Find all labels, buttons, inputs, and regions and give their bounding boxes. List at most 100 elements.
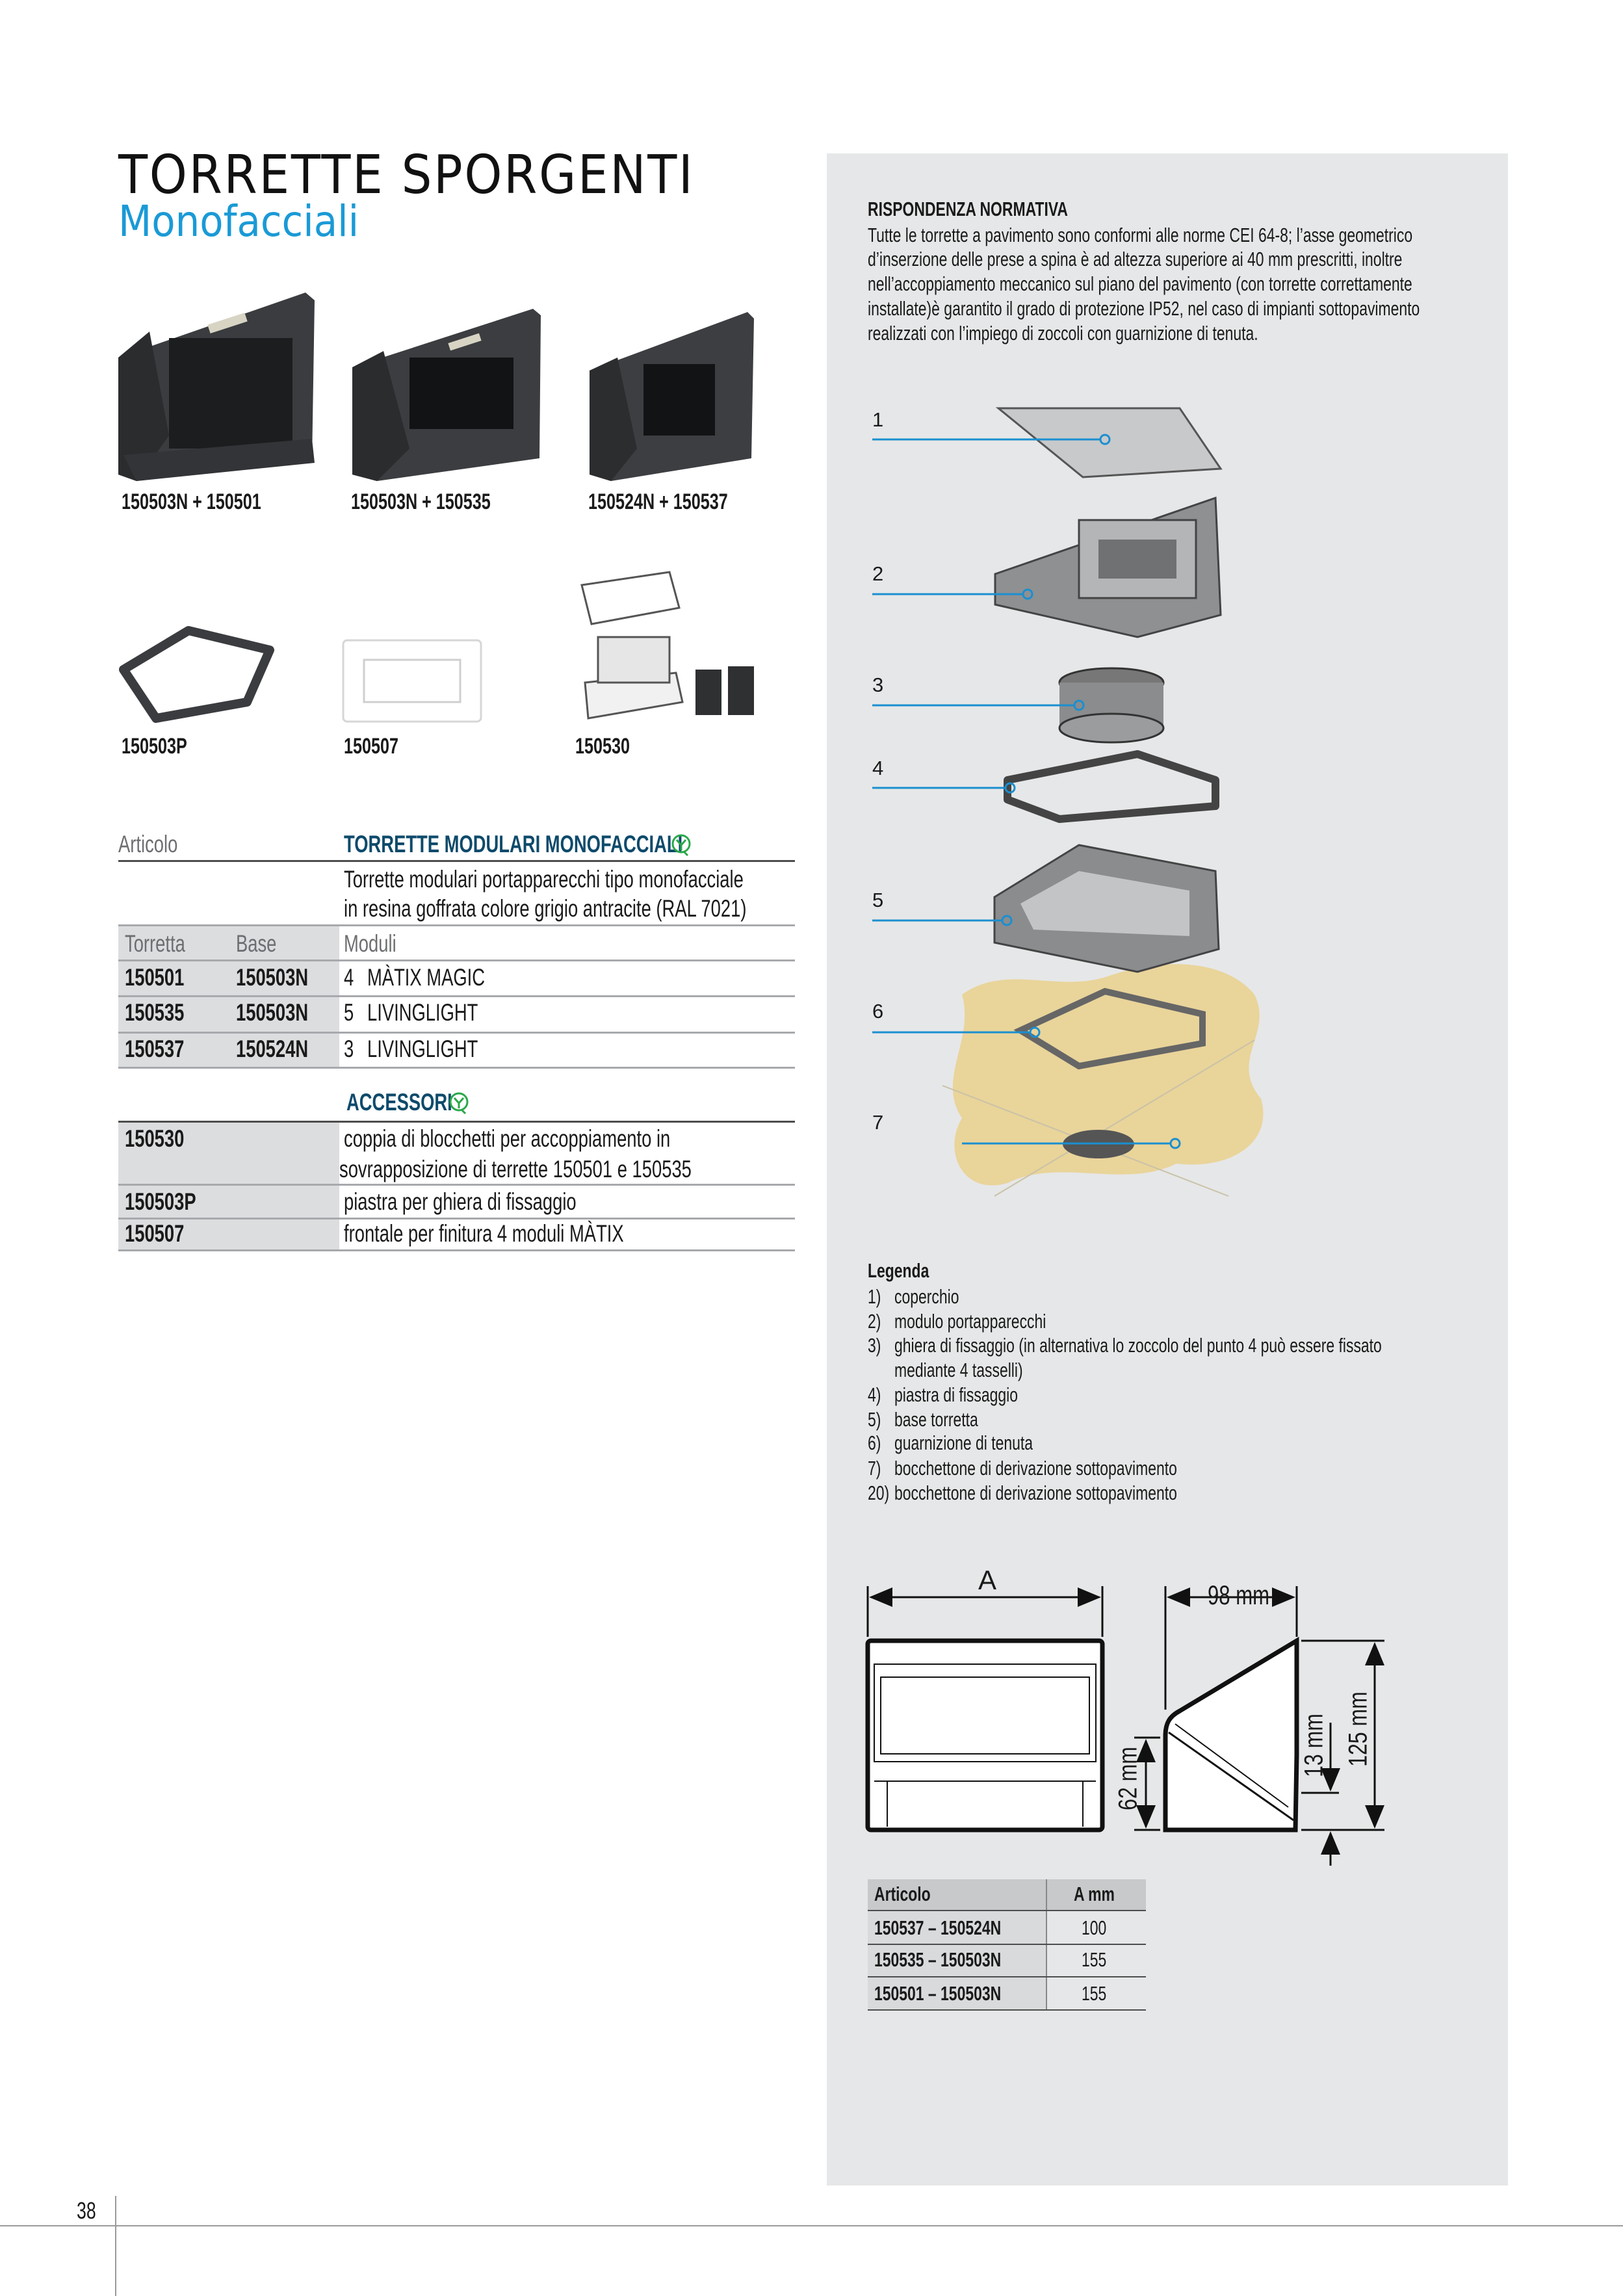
- divider: [118, 959, 795, 961]
- legend-item: bocchettone di derivazione sottopaviment…: [894, 1457, 1177, 1480]
- base-code: 150524N: [236, 1036, 309, 1062]
- moduli-count: 4: [344, 964, 354, 991]
- description-line: in resina goffrata colore grigio antraci…: [344, 895, 747, 922]
- dim-a-label: A: [978, 1565, 997, 1595]
- side-view: [1163, 1636, 1299, 1833]
- leader-lines: [872, 434, 1181, 1149]
- normativa-line: nell’accoppiamento meccanico sul piano d…: [868, 272, 1412, 295]
- accessory-code: 150530: [125, 1125, 185, 1152]
- product-label: 150503P: [122, 734, 187, 759]
- column-header-base: Base: [236, 930, 277, 957]
- divider: [868, 2009, 1146, 2011]
- product-label: 150503N + 150501: [122, 489, 261, 514]
- legend-item: bocchettone di derivazione sottopaviment…: [894, 1481, 1177, 1504]
- normativa-line: Tutte le torrette a pavimento sono confo…: [868, 224, 1413, 246]
- accessory-desc: piastra per ghiera di fissaggio: [344, 1188, 577, 1215]
- diagram-number: 6: [872, 1000, 884, 1023]
- legend-number: 4): [868, 1383, 881, 1406]
- base-code: 150503N: [236, 964, 309, 991]
- dim-table-cell: 150537 – 150524N: [874, 1916, 1002, 1939]
- accessory-desc: sovrapposizione di terrette 150501 e 150…: [339, 1156, 692, 1182]
- exploded-diagram: [872, 407, 1264, 1197]
- legend-item: base torretta: [894, 1408, 978, 1431]
- page-number: 38: [77, 2197, 96, 2224]
- part-ring: [1058, 667, 1165, 744]
- base-code: 150503N: [236, 999, 309, 1026]
- normativa-line: realizzati con l’impiego di zoccoli con …: [868, 322, 1258, 345]
- diagram-number: 2: [872, 562, 884, 585]
- product-image-150507: [342, 639, 482, 723]
- imq-certification-icon: [671, 834, 691, 857]
- legend-item: piastra di fissaggio: [894, 1383, 1018, 1406]
- legend-number: 7): [868, 1457, 881, 1480]
- moduli-series: LIVINGLIGHT: [367, 1036, 478, 1062]
- page-subtitle: Monofacciali: [118, 196, 359, 246]
- dim-height-label: 125 mm: [1344, 1691, 1373, 1767]
- moduli-count: 3: [344, 1036, 354, 1062]
- divider: [118, 995, 795, 997]
- divider: [118, 1067, 795, 1069]
- legend-item: modulo portapparecchi: [894, 1310, 1046, 1333]
- legend-title: Legenda: [868, 1259, 929, 1282]
- product-label: 150507: [344, 734, 398, 759]
- diagram-number: 5: [872, 889, 884, 911]
- diagram-number: 4: [872, 757, 884, 779]
- accessory-desc: coppia di blocchetti per accoppiamento i…: [344, 1125, 671, 1152]
- torretta-code: 150537: [125, 1036, 185, 1062]
- column-header-moduli: Moduli: [344, 930, 396, 957]
- part-plate: [1004, 750, 1219, 823]
- section-title: TORRETTE MODULARI MONOFACCIALI: [344, 831, 683, 857]
- legend-item: mediante 4 tasselli): [894, 1359, 1023, 1381]
- product-label: 150503N + 150535: [351, 489, 491, 514]
- dim-depth-label: 98 mm: [1208, 1580, 1269, 1610]
- floor: [942, 964, 1264, 1197]
- dim-offset-label: 13 mm: [1299, 1714, 1329, 1777]
- legend-item: ghiera di fissaggio (in alternativa lo z…: [894, 1334, 1382, 1357]
- accessori-title: ACCESSORI: [346, 1089, 452, 1115]
- dim-table-cell: 100: [1082, 1916, 1107, 1939]
- product-image-150537: [590, 312, 754, 481]
- dim-base-height-label: 62 mm: [1113, 1747, 1143, 1810]
- info-panel: [827, 153, 1508, 2185]
- dim-table-header: A mm: [1074, 1883, 1115, 1905]
- dimension-drawing: [865, 1586, 1384, 1866]
- moduli-count: 5: [344, 999, 354, 1026]
- divider: [118, 924, 795, 926]
- accessory-desc: frontale per finitura 4 moduli MÀTIX: [344, 1220, 624, 1247]
- legend-item: coperchio: [894, 1285, 959, 1308]
- part-cover: [995, 407, 1223, 478]
- divider: [118, 1121, 795, 1123]
- part-module: [994, 496, 1222, 638]
- dim-table-col-bg: [868, 1911, 1046, 2010]
- normativa-title: RISPONDENZA NORMATIVA: [868, 198, 1068, 220]
- column-header-torretta: Torretta: [125, 930, 185, 957]
- accessory-code: 150503P: [125, 1188, 196, 1215]
- part-base: [993, 844, 1220, 973]
- divider: [118, 1184, 795, 1186]
- product-image-150535: [352, 309, 541, 481]
- product-image-150503P: [119, 626, 274, 723]
- divider: [868, 1976, 1146, 1977]
- legend-number: 6): [868, 1431, 881, 1454]
- description-line: Torrette modulari portapparecchi tipo mo…: [344, 866, 744, 893]
- divider: [118, 1249, 795, 1251]
- dimension-lines: [866, 1586, 1384, 1866]
- accessori-gray-column: [118, 1121, 339, 1250]
- dim-table-cell: 150535 – 150503N: [874, 1948, 1002, 1971]
- normativa-line: installate)è garantito il grado di prote…: [868, 297, 1420, 320]
- legend-number: 3): [868, 1334, 881, 1357]
- normativa-line: d’inserzione delle prese a spina è ad al…: [868, 248, 1403, 270]
- footer-vertical-rule: [115, 2196, 116, 2296]
- dim-table-cell: 155: [1082, 1982, 1107, 2005]
- torretta-code: 150501: [125, 964, 185, 991]
- divider: [868, 1944, 1146, 1945]
- articolo-label: Articolo: [118, 831, 178, 857]
- product-label: 150524N + 150537: [588, 489, 728, 514]
- diagram-number: 1: [872, 408, 884, 431]
- part-gasket: [1013, 987, 1206, 1070]
- diagram-number: 7: [872, 1111, 884, 1134]
- front-view: [865, 1638, 1105, 1833]
- product-photos-row1: [118, 293, 754, 481]
- divider: [118, 1218, 795, 1220]
- divider: [868, 1910, 1146, 1911]
